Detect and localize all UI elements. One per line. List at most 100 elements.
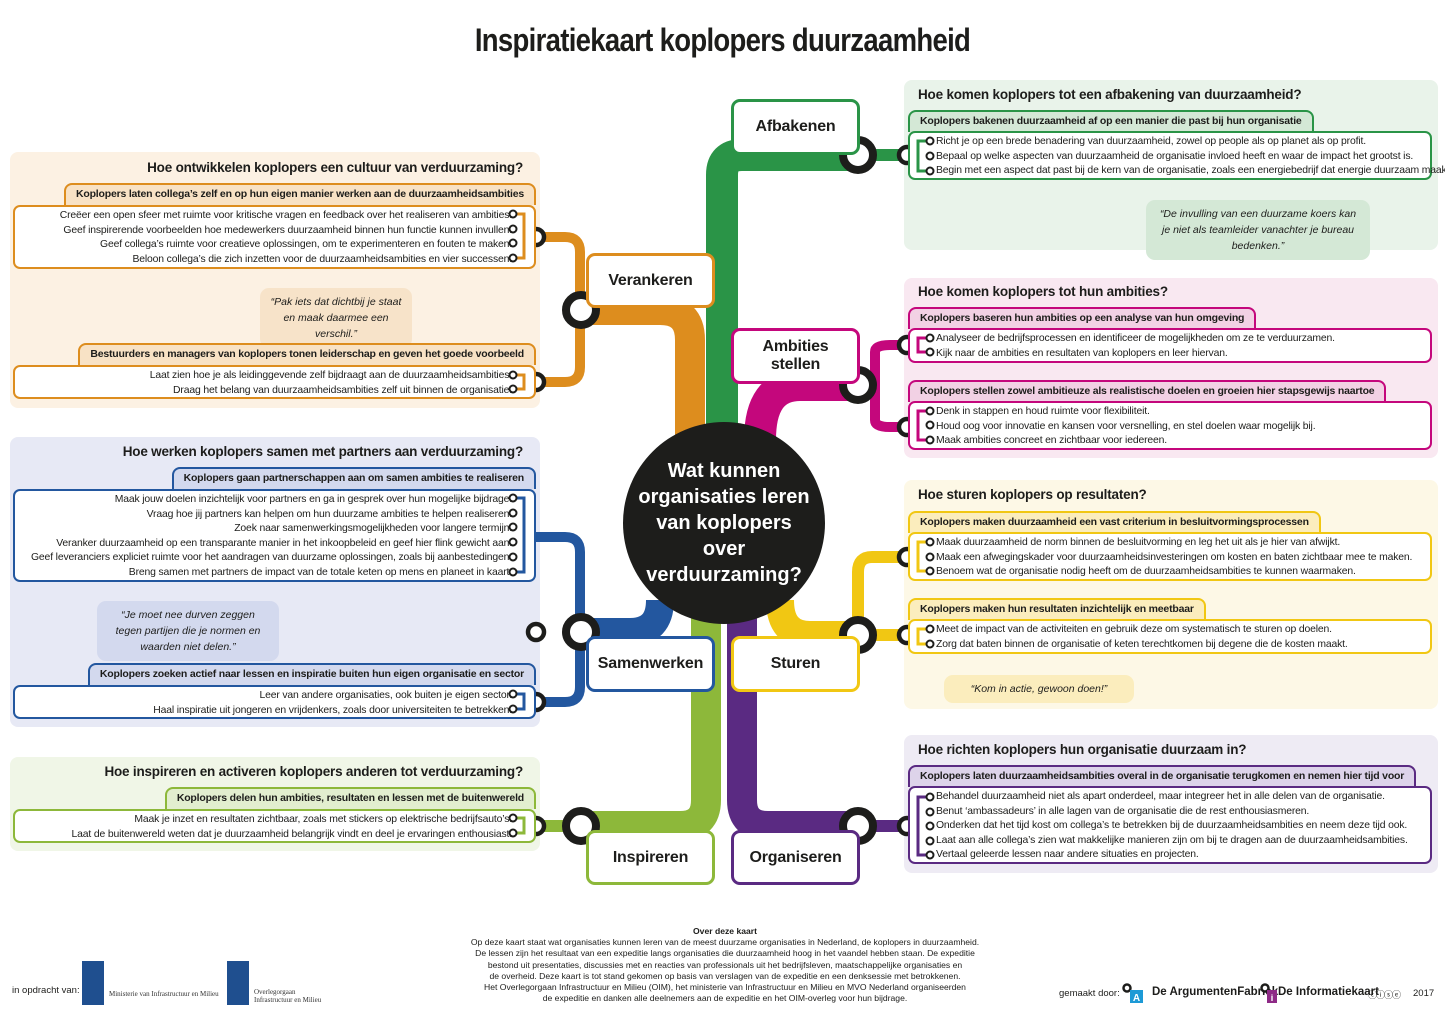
cc-license-icon: ⓒⓘⓢⓔ [1368,990,1401,1000]
lesson-list: Denk in stappen en houd ruimte voor flex… [908,401,1432,450]
lesson-item: Leer van andere organisaties, ook buiten… [259,690,512,701]
station-verankeren[interactable]: Verankeren [586,253,715,308]
group-heading: Koplopers delen hun ambities, resultaten… [164,787,536,809]
lesson-list: Laat zien hoe je als leidinggevende zelf… [13,365,536,399]
year: 2017 [1413,988,1435,999]
lesson-item: Maak een afwegingskader voor duurzaamhei… [936,551,1413,563]
station-label: Ambities stellen [762,338,829,373]
group-heading: Koplopers maken hun resultaten inzichtel… [908,598,1206,620]
lesson-list: Richt je op een brede benadering van duu… [908,131,1445,180]
quote-text: “Kom in actie, gewoon doen!” [970,683,1108,695]
lesson-item: Begin met een aspect dat past bij de ker… [936,165,1445,177]
group-heading: Koplopers gaan partnerschappen aan om sa… [171,467,536,489]
question-organiseren: Hoe richten koplopers hun organisatie du… [918,742,1247,757]
lesson-list: Meet de impact van de activiteiten en ge… [908,619,1432,654]
lesson-item: Maak jouw doelen inzichtelijk voor partn… [114,494,512,505]
group-heading: Koplopers stellen zowel ambitieuze als r… [908,380,1387,402]
station-label: Verankeren [608,271,693,289]
quote-bubble: “Pak iets dat dichtbij je staat en maak … [260,288,412,348]
about-line: Op deze kaart staat wat organisaties kun… [470,937,980,948]
lesson-list: Analyseer de bedrijfsprocessen en identi… [908,328,1432,363]
quote-bubble: “Kom in actie, gewoon doen!” [944,675,1134,703]
station-afbakenen[interactable]: Afbakenen [731,99,860,155]
oim-logo-icon [227,961,249,1005]
station-label: Inspireren [612,848,689,866]
lesson-item: Houd oog voor innovatie en kansen voor v… [936,420,1316,432]
group-heading: Koplopers baseren hun ambities op een an… [908,307,1257,329]
about-line: de overheid. Deze kaart is tot stand gek… [489,970,961,981]
station-label: Sturen [770,655,821,672]
lesson-item: Laat zien hoe je als leidinggevende zelf… [149,370,512,381]
question-verankeren: Hoe ontwikkelen koplopers een cultuur va… [147,160,523,175]
lesson-item: Haal inspiratie uit jongeren en vrijdenk… [153,704,512,716]
lesson-item: Veranker duurzaamheid op een transparant… [56,537,512,549]
about-line: De lessen zijn het resultaat van een exp… [475,948,975,959]
question-afbakenen: Hoe komen koplopers tot een afbakening v… [918,87,1302,102]
quote-text: “De invulling van een duurzame koers kan… [1159,208,1357,252]
group-heading: Koplopers maken duurzaamheid een vast cr… [908,511,1321,533]
lesson-item: Maak je inzet en resultaten zichtbaar, z… [134,814,512,825]
quote-bubble: “Je moet nee durven zeggen tegen partije… [97,601,279,661]
lesson-item: Zorg dat baten binnen de organisatie of … [936,638,1348,650]
about-line: Het Overlegorgaan Infrastructuur en Mili… [484,982,966,993]
central-question: Wat kunnen organisaties leren van koplop… [623,422,825,624]
svg-text:A: A [1133,993,1140,1003]
station-organiseren[interactable]: Organiseren [731,830,860,885]
lesson-item: Beloon collega’s die zich inzetten voor … [132,253,512,265]
lesson-item: Meet de impact van de activiteiten en ge… [936,624,1332,635]
lesson-item: Analyseer de bedrijfsprocessen en identi… [936,333,1335,344]
group-heading: Bestuurders en managers van koplopers to… [78,343,536,365]
commissioned-by-label: in opdracht van: [12,985,80,996]
group-heading: Koplopers laten duurzaamheidsambities ov… [908,765,1417,787]
lesson-list: Maak duurzaamheid de norm binnen de besl… [908,532,1432,581]
question-ambities: Hoe komen koplopers tot hun ambities? [918,284,1168,299]
lesson-item: Laat aan alle collega’s zien wat makkeli… [936,834,1408,846]
station-label: Samenwerken [597,655,704,672]
lesson-item: Vraag hoe jij partners kan helpen om hun… [146,508,513,520]
lesson-list: Creëer een open sfeer met ruimte voor kr… [13,205,536,269]
quote-text: “Pak iets dat dichtbij je staat en maak … [270,296,402,340]
station-sturen[interactable]: Sturen [731,636,860,692]
about-section: Over deze kaart Op deze kaart staat wat … [460,926,990,1004]
argumentenfabriek-logo-icon: A [1122,983,1143,1003]
lesson-item: Maak ambities concreet en zichtbaar voor… [936,435,1168,447]
lesson-item: Maak duurzaamheid de norm binnen de besl… [936,537,1341,548]
station-ambities-stellen[interactable]: Ambities stellen [731,328,860,384]
station-label: Organiseren [749,848,842,866]
lesson-list: Behandel duurzaamheid niet als apart ond… [908,786,1432,864]
informatiekaart-logo-icon: i [1260,983,1277,1003]
lesson-item: Creëer een open sfeer met ruimte voor kr… [59,210,512,221]
lesson-item: Benut ‘ambassadeurs’ in alle lagen van d… [936,805,1310,817]
station-label: Afbakenen [755,118,836,135]
lesson-item: Kijk naar de ambities en resultaten van … [936,347,1228,359]
lesson-item: Breng samen met partners de impact van d… [128,566,512,578]
lesson-item: Geef collega’s ruimte voor creatieve opl… [100,239,512,251]
brand-argumentenfabriek[interactable]: De ArgumentenFabriek [1152,986,1279,998]
lesson-item: Vertaal geleerde lessen naar andere situ… [936,849,1199,861]
quote-text: “Je moet nee durven zeggen tegen partije… [115,609,261,653]
quote-bubble: “De invulling van een duurzame koers kan… [1146,200,1370,260]
lesson-item: Onderken dat het tijd kost om collega’s … [936,820,1408,832]
about-line: de expeditie en danken alle deelnemers a… [542,993,908,1004]
group-heading: Koplopers bakenen duurzaamheid af op een… [908,110,1314,132]
lesson-item: Richt je op een brede benadering van duu… [936,136,1366,147]
group-heading: Koplopers laten collega’s zelf en op hun… [63,183,536,205]
question-sturen: Hoe sturen koplopers op resultaten? [918,487,1147,502]
question-inspireren: Hoe inspireren en activeren koplopers an… [104,764,523,779]
oim-name: Overlegorgaan Infrastructuur en Milieu [254,988,321,1004]
lesson-item: Laat de buitenwereld weten dat je duurza… [71,828,513,840]
group-heading: Koplopers zoeken actief naar lessen en i… [87,663,536,685]
lesson-list: Maak je inzet en resultaten zichtbaar, z… [13,809,536,843]
ministry-logo-icon [82,961,104,1005]
ministry-name: Ministerie van Infrastructuur en Milieu [109,990,219,998]
station-samenwerken[interactable]: Samenwerken [586,636,715,692]
oim-name-line: Infrastructuur en Milieu [254,996,322,1004]
page-title: Inspiratiekaart koplopers duurzaamheid [474,22,971,58]
oim-name-line: Overlegorgaan [254,988,296,996]
about-line: bestond uit presentaties, discussies met… [487,959,963,970]
brand-informatiekaart[interactable]: De Informatiekaart [1278,986,1379,998]
svg-text:i: i [1271,993,1274,1003]
lesson-list: Leer van andere organisaties, ook buiten… [13,685,536,719]
lesson-item: Benoem wat de organisatie nodig heeft om… [936,566,1356,578]
station-inspireren[interactable]: Inspireren [586,830,715,885]
